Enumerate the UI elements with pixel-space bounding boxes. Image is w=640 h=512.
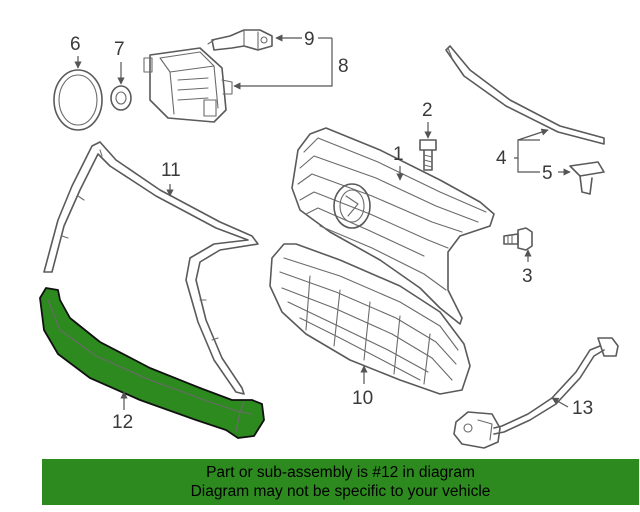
part-3-clip[interactable] — [503, 227, 533, 251]
callout-2-label: 2 — [422, 100, 433, 121]
part-6-o-ring[interactable] — [53, 69, 103, 131]
part-10-lower-grille[interactable] — [269, 243, 471, 395]
callout-8-label: 8 — [338, 56, 349, 77]
callout-6: 6 — [70, 34, 82, 69]
callout-3-label: 3 — [522, 266, 533, 287]
part-12-lower-spoiler[interactable] — [39, 287, 265, 439]
callout-3: 3 — [522, 249, 533, 287]
callout-6-label: 6 — [70, 34, 81, 55]
callout-9-label: 9 — [304, 29, 315, 50]
callout-8: 8 — [233, 38, 349, 90]
part-13-harness[interactable] — [453, 337, 619, 449]
callout-11-label: 11 — [161, 160, 181, 181]
callout-1-label: 1 — [393, 144, 404, 165]
callout-11: 11 — [161, 160, 181, 197]
info-banner: Part or sub-assembly is #12 in diagram D… — [42, 459, 639, 505]
callout-5-label: 5 — [542, 163, 553, 184]
callout-5: 5 — [517, 158, 571, 184]
part-8-sensor-module[interactable] — [143, 47, 233, 123]
part-11-grille-frame[interactable] — [43, 141, 259, 395]
part-2-bolt[interactable] — [419, 139, 437, 171]
callout-4: 4 — [496, 128, 549, 169]
part-12-highlight — [39, 287, 265, 439]
callout-10-label: 10 — [352, 388, 373, 409]
callout-7-label: 7 — [114, 39, 125, 60]
part-9-bracket[interactable] — [207, 29, 273, 51]
callout-12-label: 12 — [112, 412, 133, 433]
callout-9: 9 — [275, 29, 332, 50]
part-4-molding[interactable] — [445, 45, 605, 145]
callout-13-label: 13 — [572, 398, 593, 419]
callout-13: 13 — [551, 397, 593, 419]
part-1-upper-grille[interactable] — [291, 127, 495, 325]
callout-2: 2 — [422, 100, 433, 139]
banner-line-2: Diagram may not be specific to your vehi… — [190, 483, 491, 500]
callout-7: 7 — [114, 39, 125, 85]
callout-4-label: 4 — [496, 148, 507, 169]
callout-10: 10 — [352, 365, 373, 409]
banner-line-1: Part or sub-assembly is #12 in diagram — [206, 464, 475, 481]
callout-1: 1 — [393, 144, 404, 181]
part-5-retainer[interactable] — [569, 161, 605, 195]
part-7-washer[interactable] — [110, 85, 132, 111]
callout-12: 12 — [112, 391, 133, 433]
